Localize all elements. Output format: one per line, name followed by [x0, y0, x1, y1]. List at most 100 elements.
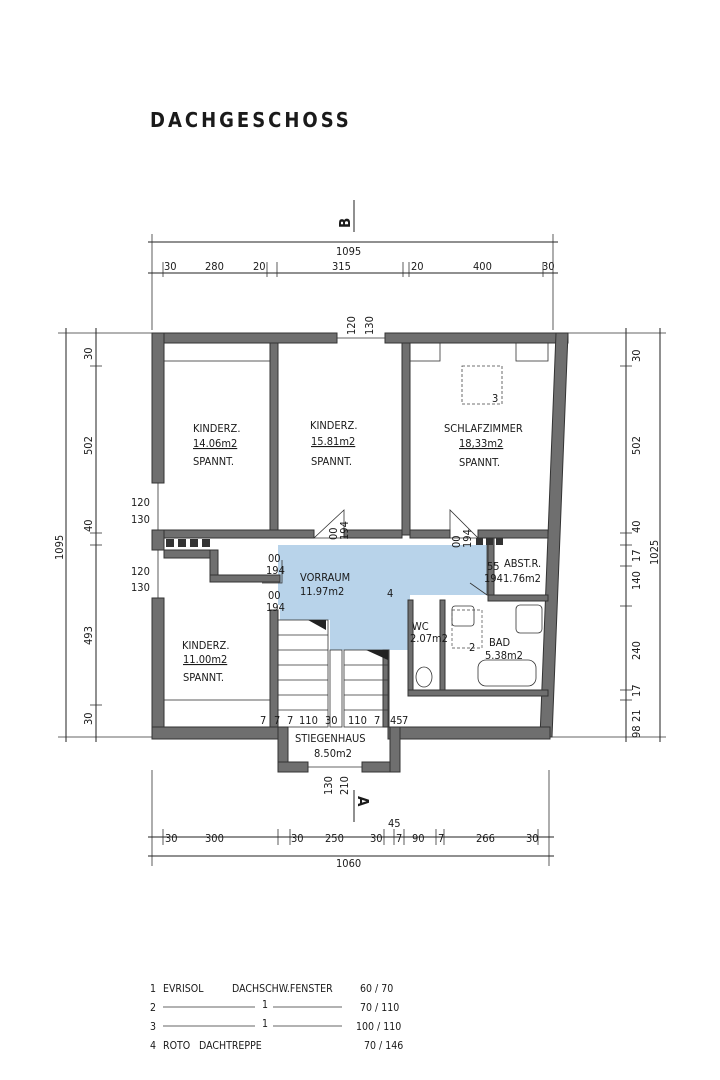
dim-right-4: 17	[630, 549, 643, 562]
room-bad-name: BAD	[489, 636, 511, 649]
dim-bottom-10: 30	[526, 832, 539, 845]
room-kinderz-2-name: KINDERZ.	[310, 419, 357, 432]
legend-4-desc: DACHTREPPE	[199, 1040, 262, 1052]
door-stair-1: 130	[322, 776, 335, 795]
room-kinderz-1-name: KINDERZ.	[193, 422, 240, 435]
left-dimension: 1095 30 502 40 493 30	[53, 328, 152, 742]
room-wc-area: 2.07m2	[410, 632, 448, 645]
door-left-upper-1: 120	[131, 496, 150, 509]
room-bad-area: 5.38m2	[485, 649, 523, 662]
legend-1-size: 60 / 70	[360, 983, 393, 995]
door-d5-b: 194	[484, 572, 503, 585]
dim-bottom-8: 7	[438, 832, 444, 845]
dim-bottom-6: 7	[396, 832, 402, 845]
dim-left-5: 30	[82, 712, 95, 725]
room-abstr-area: 1.76m2	[503, 572, 541, 585]
dim-bottom-upper: 45	[388, 817, 401, 830]
dim-top-7: 30	[542, 260, 555, 273]
legend-4-size: 70 / 146	[364, 1040, 403, 1052]
room-wc-name: WC	[412, 620, 429, 633]
bad-marker: 2	[469, 641, 475, 654]
room-schlafzimmer-name: SCHLAFZIMMER	[444, 422, 523, 435]
bath-fixtures: 2	[415, 604, 543, 688]
room-schlafzimmer-note: SPANNT.	[459, 456, 500, 469]
sb-9: 7	[402, 714, 408, 727]
bottom-dimension: 45 30 300 30 250 30 7 90 7 266 30 1060	[148, 770, 554, 870]
room-kinderz-1-note: SPANNT.	[193, 455, 234, 468]
legend-1-brand: EVRISOL	[163, 983, 204, 995]
room-stiegenhaus-name: STIEGENHAUS	[295, 732, 366, 745]
door-left-upper-2: 130	[131, 513, 150, 526]
dim-top-total: 1095	[336, 245, 361, 258]
dim-bottom-9: 266	[476, 832, 495, 845]
room-vorraum-area: 11.97m2	[300, 585, 344, 598]
legend-3-desc: 1	[262, 1018, 268, 1030]
dim-left-3: 40	[82, 519, 95, 532]
sb-8: 45	[390, 714, 403, 727]
dim-top-5: 20	[411, 260, 424, 273]
chimney-blocks	[166, 538, 503, 547]
doors	[157, 337, 488, 768]
door-d1-b: 194	[338, 521, 351, 540]
dim-top-1: 30	[164, 260, 177, 273]
section-marker-bottom: A	[353, 790, 372, 822]
dim-right-6: 240	[630, 641, 643, 660]
dim-right-8: 21	[630, 709, 643, 722]
door-d4-b: 194	[266, 601, 285, 614]
door-left-lower-2: 130	[131, 581, 150, 594]
door-dims: 120 130 120 130 120 130 130 210 00 194 0…	[131, 316, 503, 795]
skylight-marker: 3	[492, 392, 498, 405]
dim-right-2: 502	[630, 436, 643, 455]
legend-3-size: 100 / 110	[356, 1021, 401, 1033]
room-kinderz-3-note: SPANNT.	[183, 671, 224, 684]
dim-right-3: 40	[630, 520, 643, 533]
room-stiegenhaus-area: 8.50m2	[314, 747, 352, 760]
walls	[151, 332, 569, 773]
door-left-lower-1: 120	[131, 565, 150, 578]
room-kinderz-1-area: 14.06m2	[193, 437, 237, 450]
door-d2-a: 00	[450, 535, 463, 548]
sb-5: 30	[325, 714, 338, 727]
windows: 3	[163, 342, 549, 728]
staircase	[277, 619, 389, 728]
room-kinderz-3-name: KINDERZ.	[182, 639, 229, 652]
right-dimension: 1025 30 502 40 17 140 240 17 21 98	[545, 328, 666, 742]
stair-bottom-dims: 7 7 7 110 30 110 7 45 7	[260, 714, 408, 727]
dim-right-1: 30	[630, 349, 643, 362]
room-vorraum-marker: 4	[387, 587, 393, 600]
room-kinderz-2-note: SPANNT.	[311, 455, 352, 468]
top-dimension: 1095 30 280 20 315 20 400 30	[148, 234, 558, 330]
dim-bottom-total: 1060	[336, 857, 361, 870]
dim-bottom-5: 30	[370, 832, 383, 845]
sb-3: 7	[287, 714, 293, 727]
room-schlafzimmer-area: 18,33m2	[459, 437, 503, 450]
legend-4-num: 4	[150, 1040, 156, 1052]
room-vorraum-name: VORRAUM	[300, 571, 350, 584]
door-d4-a: 00	[268, 589, 281, 602]
room-abstr-name: ABST.R.	[504, 557, 541, 570]
door-stair-2: 210	[338, 776, 351, 795]
dim-bottom-2: 300	[205, 832, 224, 845]
dim-bottom-3: 30	[291, 832, 304, 845]
sb-1: 7	[260, 714, 266, 727]
dim-right-9: 98	[630, 725, 643, 738]
room-kinderz-3-area: 11.00m2	[183, 653, 227, 666]
legend: 1 EVRISOL DACHSCHW.FENSTER 60 / 70 2 1 7…	[150, 983, 403, 1052]
legend-2-size: 70 / 110	[360, 1002, 399, 1014]
dim-right-5: 140	[630, 571, 643, 590]
dim-bottom-4: 250	[325, 832, 344, 845]
section-label-bottom: A	[354, 796, 372, 807]
sb-7: 7	[374, 714, 380, 727]
sb-6: 110	[348, 714, 367, 727]
dim-left-1: 30	[82, 347, 95, 360]
dim-top-4: 315	[332, 260, 351, 273]
legend-2-num: 2	[150, 1002, 156, 1014]
dim-top-2: 280	[205, 260, 224, 273]
door-d3-a: 00	[268, 552, 281, 565]
plan-title: DACHGESCHOSS	[150, 108, 352, 132]
legend-2-desc: 1	[262, 999, 268, 1011]
door-d2-b: 194	[461, 529, 474, 548]
dim-right-7: 17	[630, 684, 643, 697]
dim-left-2: 502	[82, 436, 95, 455]
vorraum-fill	[278, 545, 487, 650]
